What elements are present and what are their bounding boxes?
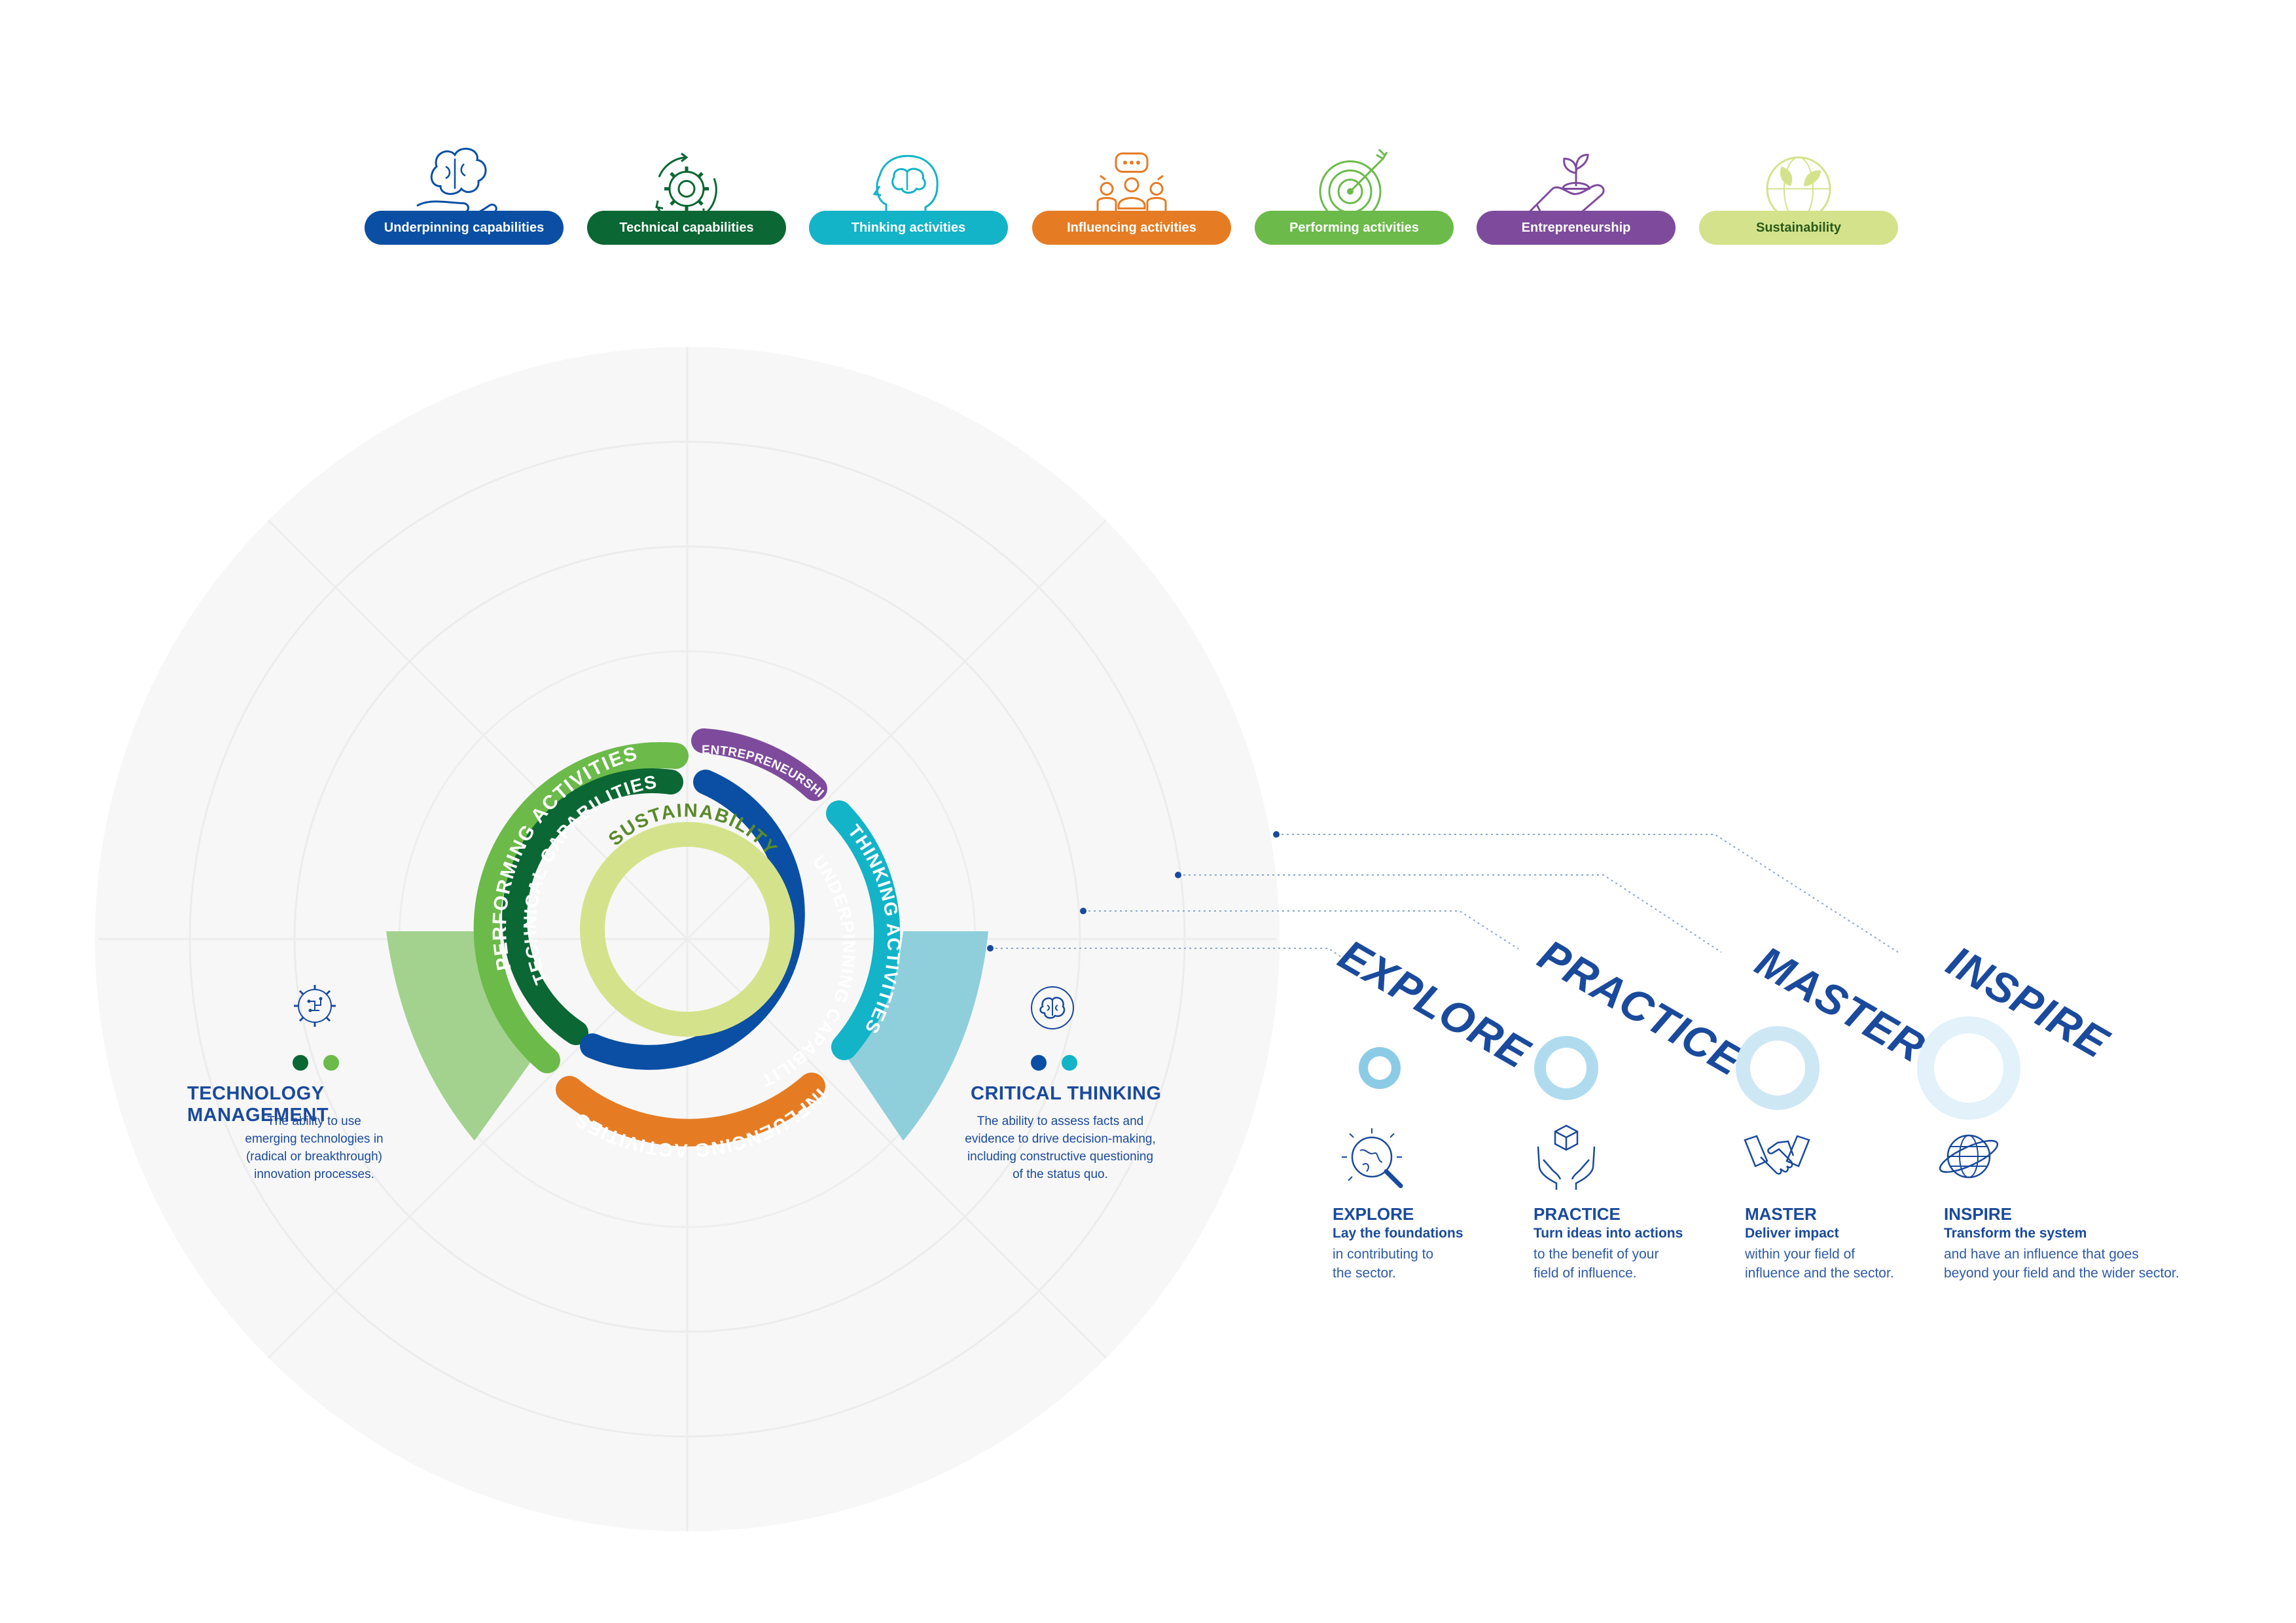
ring-influencing xyxy=(556,1073,825,1147)
connector-dot-inspire xyxy=(1273,831,1280,838)
stage-subtitle-explore: Lay the foundations xyxy=(1333,1226,1463,1241)
competency-desc-right: The ability to assess facts and evidence… xyxy=(965,1115,1156,1181)
legend-pill: Performing activities xyxy=(1255,211,1454,245)
competency-title-left: TECHNOLOGY MANAGEMENT xyxy=(187,1083,329,1126)
legend-pill: Technical capabilities xyxy=(587,211,786,245)
stage-title-inspire: INSPIRE xyxy=(1944,1204,2013,1224)
stage-ring-explore xyxy=(1359,1047,1401,1089)
head-brain-icon xyxy=(872,154,939,218)
stage-title-explore: EXPLORE xyxy=(1333,1204,1414,1224)
stage-ring-practice xyxy=(1534,1036,1598,1100)
stage-subtitle-master: Deliver impact xyxy=(1745,1226,1839,1241)
competency-dot xyxy=(293,1055,308,1071)
connector-master xyxy=(1178,874,1722,953)
competency-desc-left: The ability to use emerging technologies… xyxy=(245,1115,384,1181)
right-wedge xyxy=(844,931,988,1141)
people-talk-icon xyxy=(1096,152,1167,219)
connector-dot-practice xyxy=(1080,908,1086,914)
ring-entrepreneurship xyxy=(691,728,827,801)
globe-orbit-icon xyxy=(1939,1134,1999,1179)
chip-gear-icon xyxy=(294,985,336,1027)
ring-performing xyxy=(473,741,689,1073)
competency-dot xyxy=(323,1055,339,1071)
stage-title-master: MASTER xyxy=(1745,1204,1817,1224)
stage-ring-master xyxy=(1736,1026,1820,1110)
legend-pill: Influencing activities xyxy=(1032,211,1231,245)
handshake-icon xyxy=(1744,1135,1810,1175)
legend-pill: Underpinning capabilities xyxy=(365,211,564,245)
stage-title-practice: PRACTICE xyxy=(1534,1204,1621,1224)
ring-technical xyxy=(502,768,683,1045)
legend-pill: Entrepreneurship xyxy=(1477,211,1676,245)
competency-dot xyxy=(1062,1055,1077,1071)
competency-title-right: CRITICAL THINKING xyxy=(971,1083,1162,1104)
left-wedge xyxy=(386,931,537,1141)
legend-pill: Thinking activities xyxy=(809,211,1008,245)
brain-cycle-icon xyxy=(1031,986,1074,1029)
ring-thinking xyxy=(826,800,901,1060)
stage-ring-inspire xyxy=(1917,1016,2020,1120)
globe-magnifier-icon xyxy=(1342,1128,1403,1188)
stage-subtitle-practice: Turn ideas into actions xyxy=(1534,1226,1683,1241)
connector-dot-explore xyxy=(987,945,994,952)
stage-subtitle-inspire: Transform the system xyxy=(1944,1226,2087,1241)
competency-dot xyxy=(1031,1055,1047,1071)
connector-dot-master xyxy=(1175,872,1181,878)
legend-pill: Sustainability xyxy=(1699,211,1898,245)
ring-sustainability xyxy=(580,822,795,1037)
hands-cube-icon xyxy=(1537,1124,1596,1190)
